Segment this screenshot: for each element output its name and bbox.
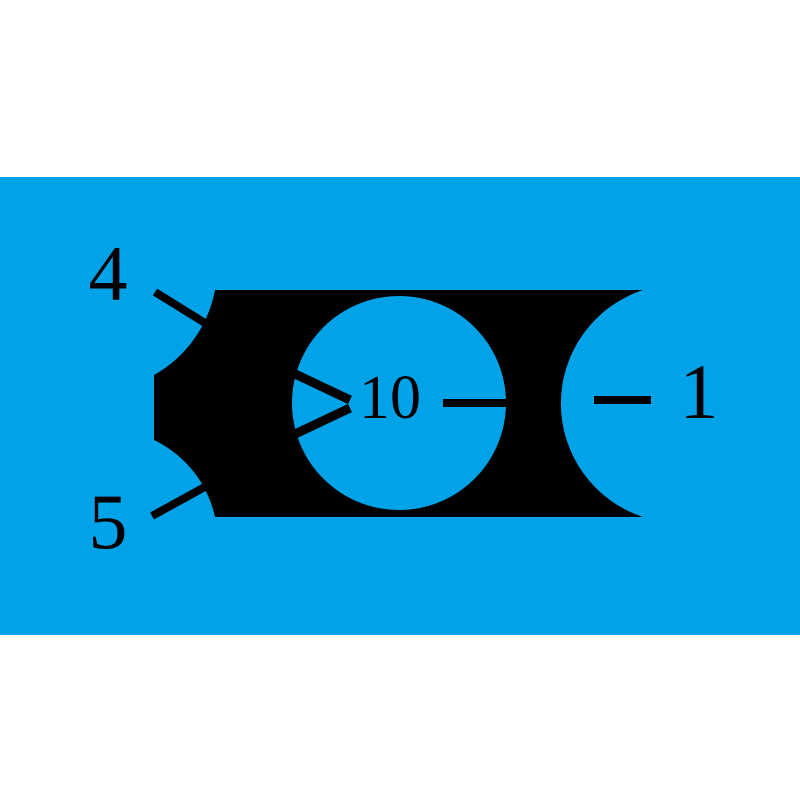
leader-line-10-lower — [291, 403, 352, 440]
leader-line-4 — [152, 288, 216, 332]
callout-label-10: 10 — [359, 364, 421, 432]
solid-body-outline — [154, 290, 643, 517]
leader-line-5 — [150, 479, 214, 520]
callout-label-1: 1 — [680, 348, 719, 435]
callout-label-5: 5 — [89, 478, 128, 565]
leader-line-10-upper — [291, 368, 352, 405]
callout-label-4: 4 — [89, 230, 128, 317]
solid-body-group — [154, 290, 643, 517]
figure-background-band — [0, 177, 800, 635]
